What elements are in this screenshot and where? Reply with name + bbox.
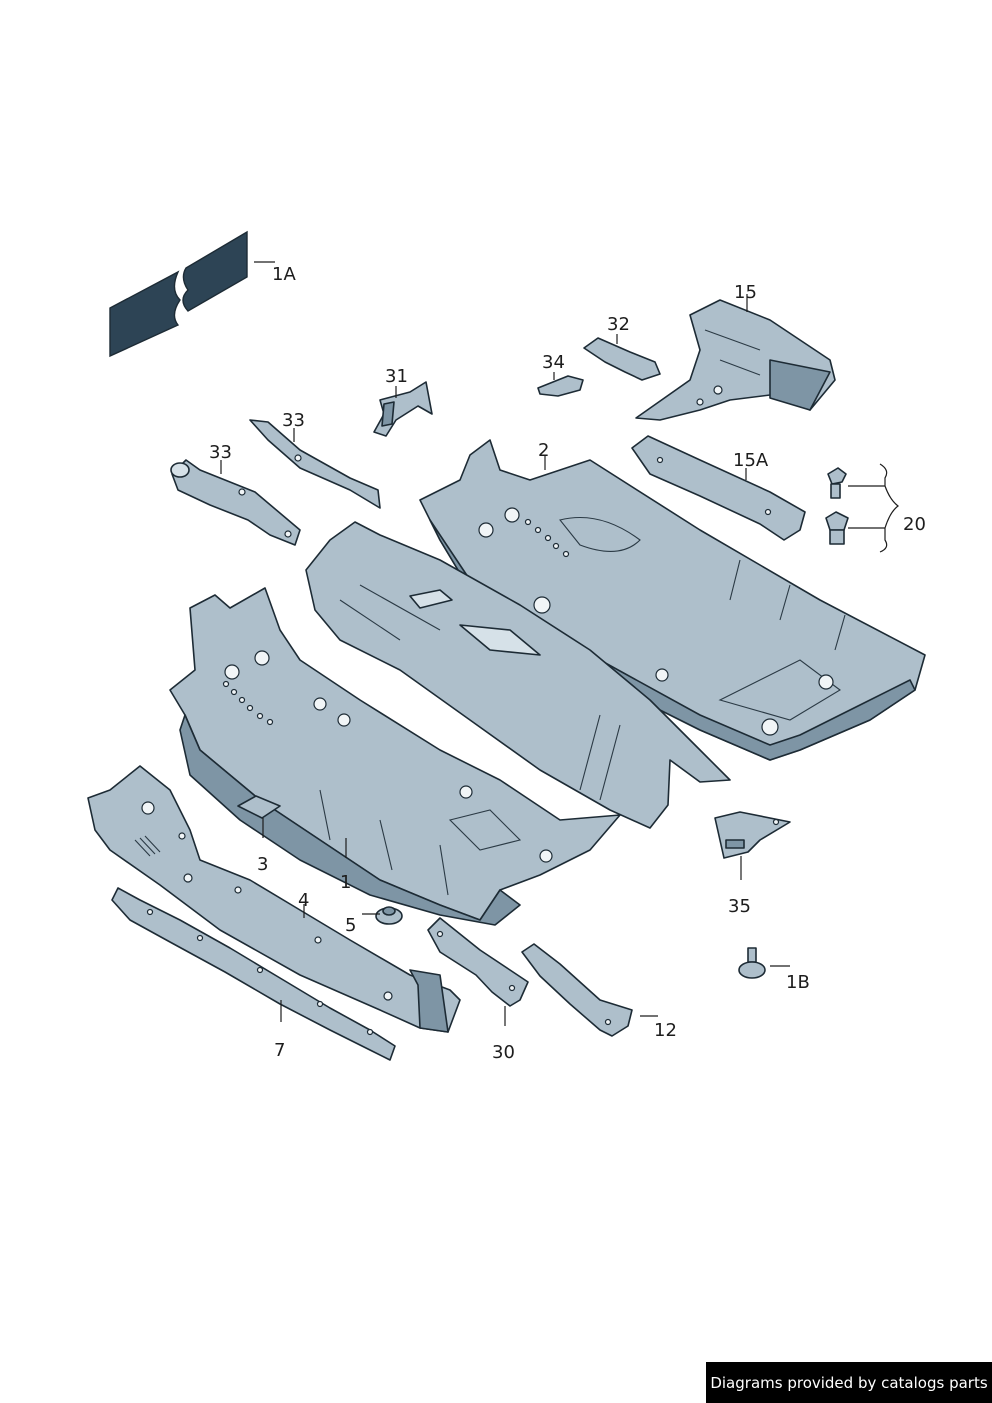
- part-33-upper-strip[interactable]: [249, 419, 381, 509]
- callout-4: 4: [298, 890, 309, 911]
- part-5-nut[interactable]: [375, 906, 403, 925]
- part-1-front-floor[interactable]: [169, 587, 621, 926]
- part-1B-bolt[interactable]: [738, 947, 766, 979]
- callout-5: 5: [345, 915, 356, 936]
- part-3-cap[interactable]: [237, 795, 281, 819]
- part-34-bracket[interactable]: [537, 375, 584, 397]
- callout-15: 15: [734, 282, 757, 303]
- callout-32: 32: [607, 314, 630, 335]
- callout-35: 35: [728, 896, 751, 917]
- leader-lines: [220, 261, 899, 1026]
- callout-15A: 15A: [733, 450, 769, 471]
- part-33-tunnel-reinforcement[interactable]: [170, 459, 301, 546]
- part-1-tunnel-panel[interactable]: [305, 521, 731, 829]
- callout-31: 31: [385, 366, 408, 387]
- credit-banner: Diagrams provided by catalogs parts: [706, 1362, 992, 1403]
- callout-1: 1: [340, 872, 351, 893]
- callout-3: 3: [257, 854, 268, 875]
- part-20-bolt[interactable]: [827, 467, 847, 499]
- part-35-bracket[interactable]: [714, 811, 791, 859]
- part-12-rail[interactable]: [521, 943, 633, 1037]
- part-4-sill[interactable]: [87, 765, 461, 1033]
- part-20-clip[interactable]: [825, 511, 849, 545]
- part-7-reinforcement[interactable]: [111, 887, 396, 1061]
- callout-33-upper: 33: [282, 410, 305, 431]
- part-15-rear-crossmember[interactable]: [635, 299, 836, 421]
- part-32-bracket[interactable]: [583, 337, 661, 381]
- callout-1A: 1A: [272, 264, 296, 285]
- callout-12: 12: [654, 1020, 677, 1041]
- callout-34: 34: [542, 352, 565, 373]
- callout-2: 2: [538, 440, 549, 461]
- part-2-rear-floor[interactable]: [419, 439, 926, 761]
- callout-labels: 1A 15 32 34 31 33 33 2 15A 20 3 1 4 5 35…: [209, 264, 926, 1063]
- callout-7: 7: [274, 1040, 285, 1061]
- part-15A-crossmember[interactable]: [631, 435, 806, 541]
- part-30-bracket[interactable]: [427, 917, 529, 1007]
- callout-33-lower: 33: [209, 442, 232, 463]
- callout-20: 20: [903, 514, 926, 535]
- part-31-bracket[interactable]: [373, 381, 433, 437]
- callout-1B: 1B: [786, 972, 810, 993]
- callout-30: 30: [492, 1042, 515, 1063]
- part-1A-mat[interactable]: [109, 230, 248, 358]
